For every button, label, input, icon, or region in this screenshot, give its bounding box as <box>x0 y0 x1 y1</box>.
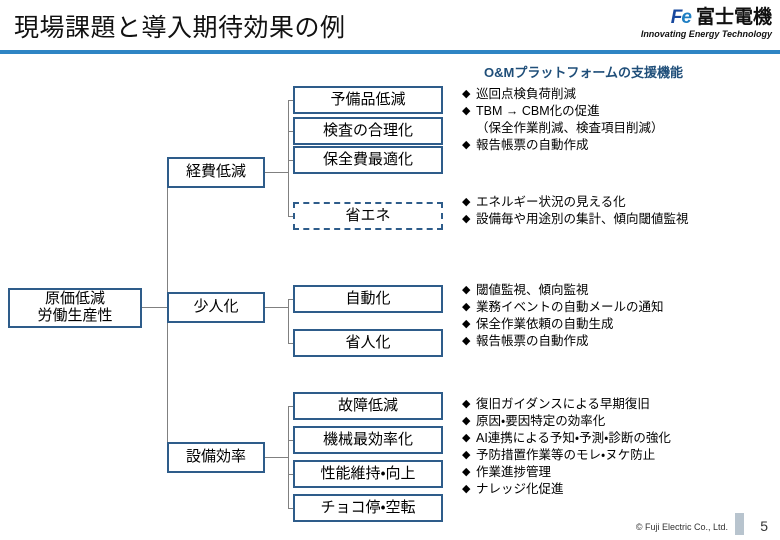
diamond-bullet-icon: ◆ <box>462 105 471 117</box>
list-item: ◆ ナレッジ化促進 <box>462 482 564 496</box>
node-kensa-gourika[interactable]: 検査の合理化 <box>293 117 443 145</box>
diamond-bullet-icon: ◆ <box>462 318 471 330</box>
node-hozenhi-saitekika[interactable]: 保全費最適化 <box>293 146 443 174</box>
logo-mark-e: e <box>681 7 692 28</box>
diamond-bullet-icon: ◆ <box>462 432 471 444</box>
node-root[interactable]: 原価低減 労働生産性 <box>8 288 142 328</box>
page-title: 現場課題と導入期待効果の例 <box>14 14 346 42</box>
list-item: ◆ TBM → CBM化の促進 <box>462 104 600 118</box>
fe-logo-icon: Fe <box>670 7 692 28</box>
list-item: ◆ 設備毎や用途別の集計、傾向閾値監視 <box>462 212 689 226</box>
bullet-group-shoene: ◆ エネルギー状況の見える化 ◆ 設備毎や用途別の集計、傾向閾値監視 <box>462 194 689 228</box>
connector-keihi-leaf-4 <box>288 216 294 217</box>
node-yobihin-teigen[interactable]: 予備品低減 <box>293 86 443 114</box>
connector-setsubi-leaf-2 <box>288 440 294 441</box>
list-item: ◆ エネルギー状況の見える化 <box>462 195 626 209</box>
list-item: ◆ AI連携による予知・予測・診断の強化 <box>462 431 671 445</box>
list-item: ◆ 原因・要因特定の効率化 <box>462 414 606 428</box>
node-koshou-teigen[interactable]: 故障低減 <box>293 392 443 420</box>
connector-keihi-leaf-2 <box>288 131 294 132</box>
diamond-bullet-icon: ◆ <box>462 139 471 151</box>
logo-company-name: 富士電機 <box>695 7 772 28</box>
bullet-group-keihi: ◆ 巡回点検負荷削減 ◆ TBM → CBM化の促進 ◆ （保全作業削減、検査項… <box>462 86 664 154</box>
diamond-bullet-icon: ◆ <box>462 88 471 100</box>
connector-shoninka-bus <box>288 299 289 343</box>
list-item: ◆ 巡回点検負荷削減 <box>462 87 577 101</box>
node-kikai-saikouritsuka[interactable]: 機械最効率化 <box>293 426 443 454</box>
header-accent-bar <box>0 50 780 54</box>
footer-copyright: © Fuji Electric Co., Ltd. <box>635 522 728 532</box>
list-item: ◆ 閾値監視、傾向監視 <box>462 283 589 297</box>
connector-keihi-leaf-3 <box>288 160 294 161</box>
right-panel-heading: O&Mプラットフォームの支援機能 <box>484 65 683 80</box>
footer-accent-tab <box>735 513 744 535</box>
diamond-bullet-icon: ◆ <box>462 301 471 313</box>
connector-shoninka-leaf-2 <box>288 343 294 344</box>
connector-keihi-bus <box>288 100 289 216</box>
fuji-electric-logo: Fe 富士電機 Innovating Energy Technology <box>641 8 772 39</box>
list-item: ◆ 業務イベントの自動メールの通知 <box>462 300 664 314</box>
list-item: ◆ 予防措置作業等のモレ・ヌケ防止 <box>462 448 656 462</box>
page-number: 5 <box>760 518 768 534</box>
node-shoene[interactable]: 省エネ <box>293 202 443 230</box>
list-item: ◆ 報告帳票の自動作成 <box>462 334 589 348</box>
diamond-bullet-icon: ◆ <box>462 466 471 478</box>
list-item: ◆ （保全作業削減、検査項目削減） <box>476 121 664 135</box>
node-shoninka[interactable]: 少人化 <box>167 292 265 323</box>
list-item: ◆ 復旧ガイダンスによる早期復旧 <box>462 397 650 411</box>
connector-keihi-out <box>265 172 288 173</box>
node-shoujinka[interactable]: 省人化 <box>293 329 443 357</box>
diamond-bullet-icon: ◆ <box>462 483 471 495</box>
logo-tagline: Innovating Energy Technology <box>640 29 772 39</box>
connector-setsubi-out <box>265 457 288 458</box>
logo-mark-f: F <box>670 7 683 28</box>
bullet-group-shoninka: ◆ 閾値監視、傾向監視 ◆ 業務イベントの自動メールの通知 ◆ 保全作業依頼の自… <box>462 282 664 350</box>
diamond-bullet-icon: ◆ <box>462 449 471 461</box>
list-item: ◆ 保全作業依頼の自動生成 <box>462 317 614 331</box>
diamond-bullet-icon: ◆ <box>462 196 471 208</box>
connector-setsubi-bus <box>288 406 289 508</box>
node-root-line2: 労働生産性 <box>37 307 113 324</box>
connector-setsubi-leaf-4 <box>288 508 294 509</box>
list-item: ◆ 作業進捗管理 <box>462 465 552 479</box>
connector-shoninka-leaf-1 <box>288 299 294 300</box>
node-chokotei-kuuten[interactable]: チョコ停・空転 <box>293 494 443 522</box>
connector-shoninka-out <box>265 307 288 308</box>
list-item: ◆ 報告帳票の自動作成 <box>462 138 589 152</box>
diamond-bullet-icon: ◆ <box>462 335 471 347</box>
node-jidouka[interactable]: 自動化 <box>293 285 443 313</box>
connector-setsubi-leaf-1 <box>288 406 294 407</box>
connector-keihi-leaf-1 <box>288 100 294 101</box>
diamond-bullet-icon: ◆ <box>462 213 471 225</box>
connector-setsubi-leaf-3 <box>288 474 294 475</box>
node-keihi-teigen[interactable]: 経費低減 <box>167 157 265 188</box>
node-root-line1: 原価低減 <box>44 290 105 308</box>
node-setsubi-kouritsu[interactable]: 設備効率 <box>167 442 265 473</box>
bullet-group-setsubi: ◆ 復旧ガイダンスによる早期復旧 ◆ 原因・要因特定の効率化 ◆ AI連携による… <box>462 396 671 498</box>
node-seinou-iji-koujou[interactable]: 性能維持・向上 <box>293 460 443 488</box>
diamond-bullet-icon: ◆ <box>462 415 471 427</box>
diamond-bullet-icon: ◆ <box>462 398 471 410</box>
diamond-bullet-icon: ◆ <box>462 284 471 296</box>
connector-root-horizontal <box>140 307 167 308</box>
